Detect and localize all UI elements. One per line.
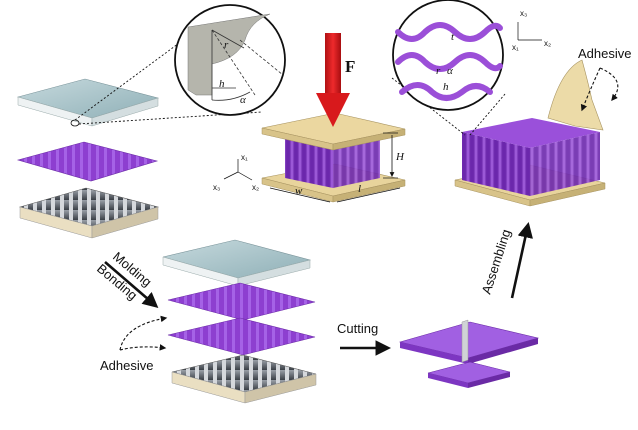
dimension-l [336, 187, 401, 203]
label-t-right: t [451, 31, 455, 43]
molding-purple-sheet-1 [167, 282, 316, 321]
label-r-left: r [224, 39, 229, 51]
label-adhesive-right: Adhesive [578, 46, 631, 61]
zoom-circle-right [391, 0, 506, 136]
cut-strip [427, 361, 511, 388]
molding-bonding-arrow [104, 261, 159, 309]
assembled-core [462, 118, 600, 196]
dimension-H [383, 132, 398, 179]
label-H: H [395, 151, 405, 163]
label-l: l [358, 183, 361, 195]
label-r-right: r [436, 65, 441, 77]
molding-top-plate [162, 239, 312, 287]
label-h-left: h [219, 78, 225, 90]
left-mold-top-plate [16, 78, 160, 127]
label-alpha-left: α [240, 94, 246, 106]
axes-right [517, 22, 542, 41]
axis-x3-center: x₃ [213, 183, 220, 192]
axis-x2-center: x₂ [252, 183, 259, 192]
axis-x1-center: x₁ [241, 153, 248, 162]
assembling-arrow [510, 221, 533, 299]
axes-center [223, 159, 253, 181]
molding-purple-sheet-2 [167, 317, 316, 356]
peeling-face-sheet [547, 59, 604, 131]
label-h-right: h [443, 81, 449, 93]
label-force: F [345, 57, 355, 76]
label-cutting: Cutting [337, 321, 378, 336]
specimen-top-plate [261, 112, 406, 151]
label-alpha-right: α [447, 65, 453, 77]
label-assembling: Assembling [479, 227, 514, 296]
dimension-w [269, 187, 331, 203]
left-grooved-mold [18, 187, 160, 239]
adhesive-pointer-right [580, 67, 619, 112]
cut-core-block [398, 319, 540, 364]
zoom-circle-left [74, 4, 286, 125]
left-purple-sheet [16, 141, 159, 182]
axis-x2-right: x₂ [544, 39, 551, 48]
adhesive-pointer-left [119, 315, 168, 351]
molding-grooved-mold [171, 354, 317, 404]
label-w: w [295, 185, 303, 197]
label-adhesive-left: Adhesive [100, 358, 153, 373]
axis-x3-right: x₃ [520, 9, 527, 18]
axis-x1-right: x₁ [512, 43, 519, 52]
force-arrow [316, 33, 350, 127]
